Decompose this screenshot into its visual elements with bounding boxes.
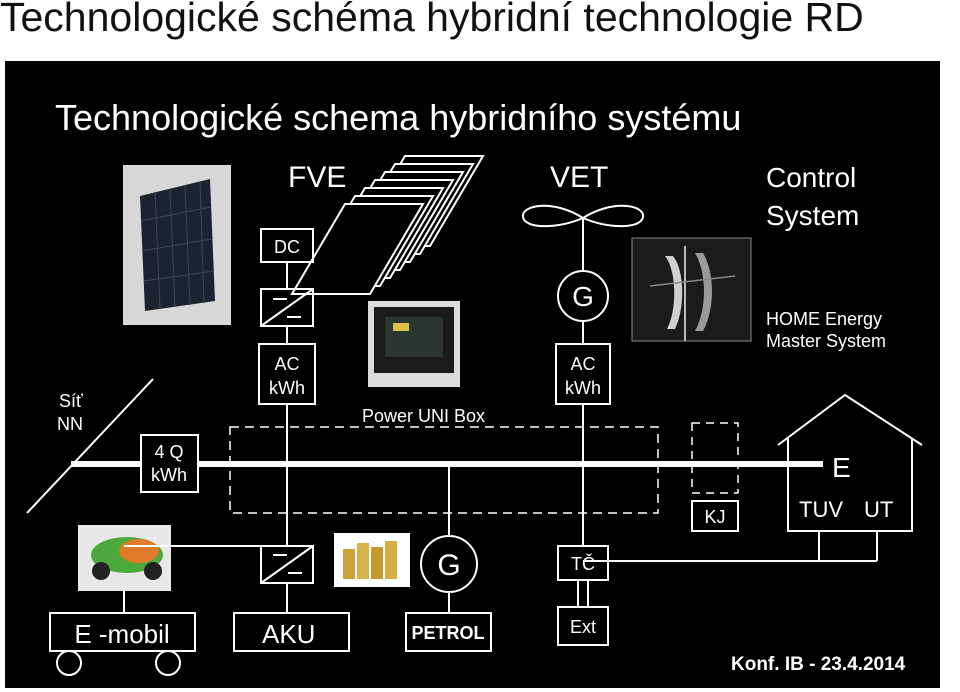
svg-text:kWh: kWh (565, 378, 601, 398)
e-label: E (832, 452, 851, 483)
svg-text:PETROL: PETROL (411, 623, 484, 643)
svg-text:G: G (572, 281, 594, 312)
home-energy-line2: Master System (766, 331, 886, 351)
kj-box: KJ (691, 500, 739, 532)
ut-label: UT (864, 497, 893, 522)
svg-text:TČ: TČ (571, 553, 595, 574)
tc-box: TČ (557, 545, 609, 581)
aku-box: AKU (233, 612, 350, 652)
grid-connection-line (26, 378, 154, 514)
power-uni-box-outline (229, 426, 659, 514)
conference-label: Konf. IB - 23.4.2014 (731, 654, 906, 675)
power-uni-box-photo (368, 301, 460, 387)
solar-panel-photo (123, 165, 231, 325)
control-system-line1: Control (766, 162, 856, 193)
wind-turbine-icon (522, 204, 644, 271)
kj-outline (691, 422, 739, 494)
electric-car-photo (78, 525, 171, 591)
svg-text:4 Q: 4 Q (154, 442, 183, 462)
wind-turbine-photo (631, 237, 752, 342)
grid-label-line2: NN (57, 414, 83, 434)
wheel-icon (155, 650, 181, 676)
power-uni-box-label: Power UNI Box (362, 406, 485, 426)
svg-text:E -mobil: E -mobil (74, 619, 169, 649)
ext-box: Ext (557, 606, 609, 646)
hybrid-system-diagram: Technologické schema hybridního systému … (26, 97, 923, 676)
svg-text:G: G (437, 549, 460, 582)
generator-top: G (557, 270, 609, 322)
dc-box: DC (260, 228, 314, 263)
svg-text:DC: DC (274, 237, 300, 257)
generator-bottom: G (420, 535, 478, 593)
ac-meter-right: AC kWh (555, 343, 611, 405)
house-icon (777, 393, 923, 532)
pv-panel-stack-icon (290, 155, 485, 295)
svg-text:kWh: kWh (151, 465, 187, 485)
svg-text:AKU: AKU (262, 619, 315, 649)
petrol-box: PETROL (405, 612, 492, 652)
diagram-slide: Technologické schema hybridního systému … (5, 61, 940, 688)
battery-inverter-icon (260, 545, 314, 584)
wheel-icon (56, 650, 82, 676)
svg-text:kWh: kWh (269, 378, 305, 398)
svg-text:KJ: KJ (704, 507, 725, 527)
svg-text:AC: AC (570, 354, 595, 374)
emobil-box: E -mobil (49, 612, 196, 652)
ac-meter-left: AC kWh (258, 343, 316, 405)
home-energy-line1: HOME Energy (766, 309, 882, 329)
fve-label: FVE (288, 161, 346, 194)
svg-text:Ext: Ext (570, 617, 596, 637)
grid-label-line1: Síť (59, 391, 83, 411)
vet-label: VET (550, 161, 608, 194)
tuv-label: TUV (799, 497, 843, 522)
meter-4q: 4 Q kWh (140, 434, 199, 493)
page-title: Technologické schéma hybridní technologi… (0, 0, 864, 40)
control-system-line2: System (766, 200, 859, 231)
slide-heading: Technologické schema hybridního systému (55, 97, 741, 138)
battery-cells-photo (334, 533, 410, 587)
dc-ac-inverter-icon (260, 288, 314, 327)
svg-text:AC: AC (274, 354, 299, 374)
